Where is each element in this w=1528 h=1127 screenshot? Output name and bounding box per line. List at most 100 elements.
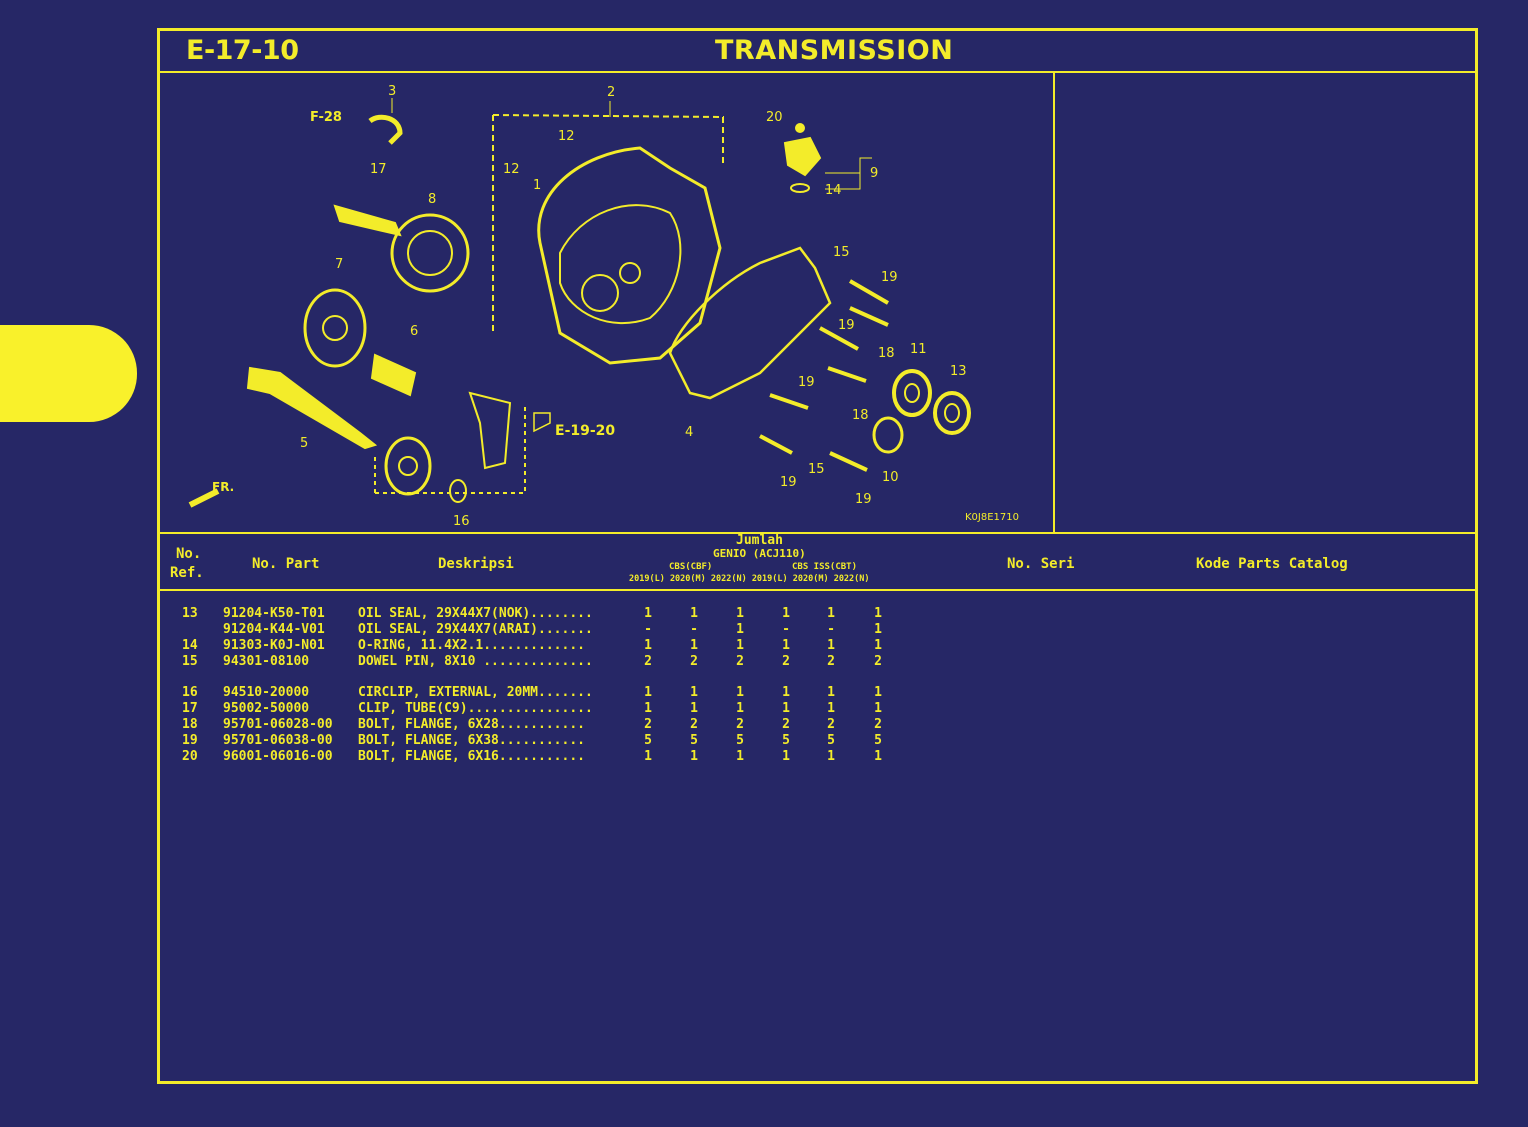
row-desc: BOLT, FLANGE, 6X38........... [358, 733, 585, 748]
table-row[interactable]: 15 94301-08100 DOWEL PIN, 8X10 .........… [160, 654, 1475, 670]
row-qty: 2 [827, 654, 835, 669]
row-qty: 1 [736, 606, 744, 621]
shaft-5 [246, 366, 378, 450]
row-qty: 2 [736, 654, 744, 669]
tube-3 [368, 114, 403, 145]
side-tab[interactable] [0, 325, 137, 422]
svg-text:7: 7 [335, 257, 343, 272]
row-qty: 2 [736, 717, 744, 732]
col-qty-group2: CBS ISS(CBT) [792, 562, 858, 572]
col-ref-1: No. [176, 546, 202, 562]
row-desc: DOWEL PIN, 8X10 .............. [358, 654, 593, 669]
row-qty: 2 [644, 717, 652, 732]
svg-text:19: 19 [780, 475, 797, 490]
row-qty: 1 [874, 606, 882, 621]
col-qty-model: GENIO (ACJ110) [713, 547, 806, 560]
row-part: 91204-K44-V01 [223, 622, 325, 637]
row-qty: 1 [736, 701, 744, 716]
page-code: E-17-10 [186, 35, 299, 66]
row-qty: 1 [782, 606, 790, 621]
front-arrow-label: FR. [212, 480, 234, 494]
table-row[interactable]: 19 95701-06038-00 BOLT, FLANGE, 6X38....… [160, 733, 1475, 749]
table-row[interactable]: 18 95701-06028-00 BOLT, FLANGE, 6X28....… [160, 717, 1475, 733]
svg-text:16: 16 [453, 514, 470, 529]
row-qty: 1 [782, 701, 790, 716]
col-qty-years: 2019(L) 2020(M) 2022(N) 2019(L) 2020(M) … [629, 574, 870, 584]
row-part: 91204-K50-T01 [223, 606, 325, 621]
row-qty: 1 [827, 638, 835, 653]
row-qty: 5 [827, 733, 835, 748]
row-desc: OIL SEAL, 29X44X7(ARAI)....... [358, 622, 593, 637]
row-qty: 1 [690, 685, 698, 700]
row-qty: 1 [736, 638, 744, 653]
table-row[interactable]: 13 91204-K50-T01 OIL SEAL, 29X44X7(NOK).… [160, 606, 1475, 622]
ref-e1920: E-19-20 [555, 423, 615, 439]
row-qty: 2 [690, 717, 698, 732]
row-qty: 2 [644, 654, 652, 669]
row-desc: CIRCLIP, EXTERNAL, 20MM....... [358, 685, 593, 700]
row-qty: 1 [690, 606, 698, 621]
svg-text:20: 20 [766, 110, 783, 125]
row-qty: 5 [874, 733, 882, 748]
image-panel [1053, 73, 1475, 532]
oil-seal-11 [892, 369, 932, 417]
row-qty: 1 [874, 685, 882, 700]
table-row[interactable]: 17 95002-50000 CLIP, TUBE(C9)...........… [160, 701, 1475, 717]
svg-text:9: 9 [870, 166, 878, 181]
svg-text:17: 17 [370, 162, 387, 177]
row-qty: 1 [644, 685, 652, 700]
transmission-case [537, 146, 722, 365]
svg-text:12: 12 [503, 162, 520, 177]
col-ref-2: Ref. [170, 565, 204, 581]
row-part: 91303-K0J-N01 [223, 638, 325, 653]
row-qty: 1 [782, 638, 790, 653]
row-qty: - [782, 622, 790, 637]
bolts [759, 279, 890, 472]
row-desc: BOLT, FLANGE, 6X28........... [358, 717, 585, 732]
ref-f28: F-28 [310, 110, 342, 125]
row-qty: - [690, 622, 698, 637]
gear-6 [370, 353, 417, 397]
col-qty-group1: CBS(CBF) [669, 562, 713, 572]
svg-text:2: 2 [607, 85, 615, 100]
svg-text:19: 19 [798, 375, 815, 390]
table-row[interactable]: 91204-K44-V01 OIL SEAL, 29X44X7(ARAI)...… [160, 622, 1475, 638]
table-row[interactable]: 14 91303-K0J-N01 O-RING, 11.4X2.1.......… [160, 638, 1475, 654]
row-part: 96001-06016-00 [223, 749, 333, 764]
row-qty: 1 [690, 749, 698, 764]
row-qty: 1 [782, 685, 790, 700]
row-qty: - [827, 622, 835, 637]
row-qty: 1 [690, 638, 698, 653]
gear-7 [303, 288, 367, 368]
catalog-page: E-17-10 TRANSMISSION [157, 28, 1478, 1084]
table-row[interactable]: 20 96001-06016-00 BOLT, FLANGE, 6X16....… [160, 749, 1475, 765]
diagram-code: K0J8E1710 [965, 512, 1019, 523]
row-qty: 5 [782, 733, 790, 748]
svg-text:19: 19 [855, 492, 872, 507]
bearing-10 [872, 416, 904, 454]
svg-text:15: 15 [808, 462, 825, 477]
row-qty: 1 [644, 638, 652, 653]
row-ref: 13 [182, 606, 198, 621]
row-qty: 1 [827, 701, 835, 716]
row-ref: 15 [182, 654, 198, 669]
row-qty: 1 [736, 685, 744, 700]
shaft-8 [333, 204, 470, 293]
row-desc: CLIP, TUBE(C9)................ [358, 701, 593, 716]
col-part: No. Part [252, 556, 320, 572]
svg-text:12: 12 [558, 129, 575, 144]
row-part: 95701-06028-00 [223, 717, 333, 732]
svg-text:11: 11 [910, 342, 927, 357]
svg-text:19: 19 [881, 270, 898, 285]
row-qty: 1 [827, 685, 835, 700]
row-ref: 16 [182, 685, 198, 700]
svg-text:18: 18 [852, 408, 869, 423]
svg-text:13: 13 [950, 364, 967, 379]
row-part: 95002-50000 [223, 701, 310, 716]
svg-text:19: 19 [838, 318, 855, 333]
svg-text:15: 15 [833, 245, 850, 260]
row-qty: 2 [874, 654, 882, 669]
svg-text:6: 6 [410, 324, 418, 339]
table-row[interactable]: 16 94510-20000 CIRCLIP, EXTERNAL, 20MM..… [160, 685, 1475, 701]
